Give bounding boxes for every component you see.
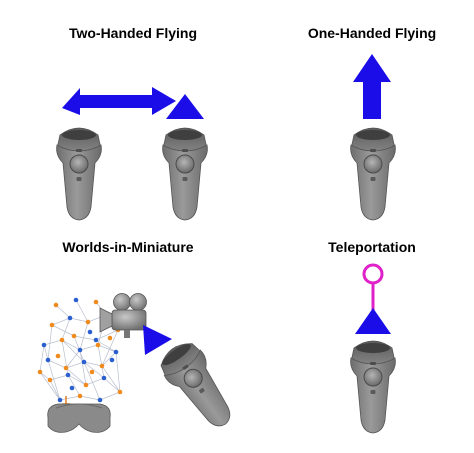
teleportation-title: Teleportation [328,239,416,255]
two-handed-flying-title: Two-Handed Flying [69,25,197,41]
vr-controller-icon [350,127,396,221]
one-handed-up-arrow [353,54,391,119]
vr-controller-icon [162,127,208,221]
one-handed-flying-title: One-Handed Flying [308,25,436,41]
vr-controller-icon [153,335,245,438]
vr-controller-icon [56,127,102,221]
worlds-in-miniature-title: Worlds-in-Miniature [62,239,193,255]
two-handed-arrow [62,87,176,115]
two-handed-direction-triangle [166,94,204,119]
vr-controller-icon [350,340,396,434]
vr-headset-icon [47,403,111,433]
wim-direction-triangle [143,325,172,355]
camera-icon [99,293,147,338]
teleport-direction-triangle [355,308,391,334]
